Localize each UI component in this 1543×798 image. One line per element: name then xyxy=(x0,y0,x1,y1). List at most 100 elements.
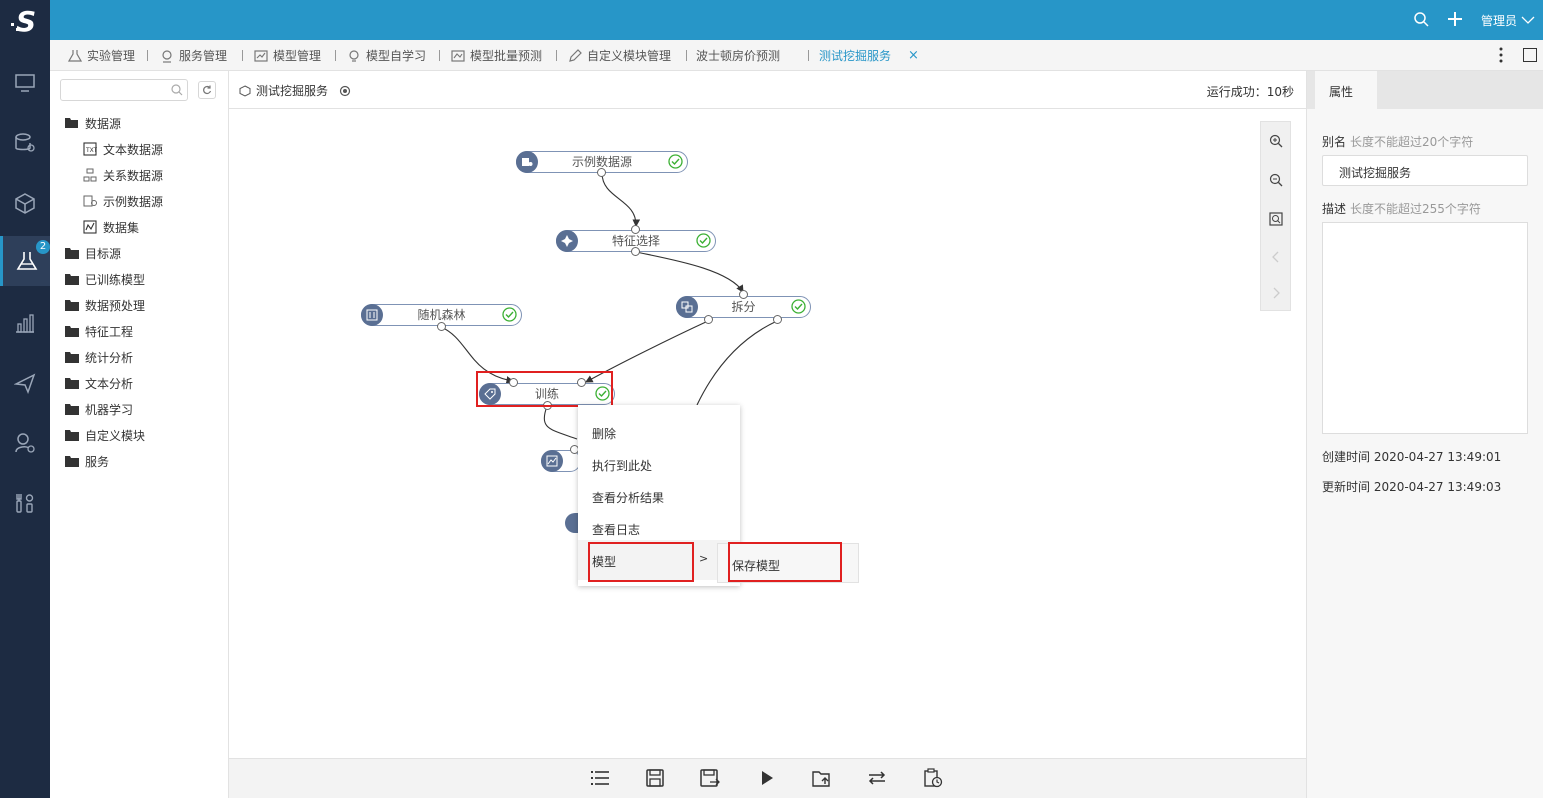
tab-service-manage[interactable]: 服务管理 xyxy=(160,40,227,71)
tree-search-input[interactable] xyxy=(60,79,188,101)
node-port[interactable] xyxy=(509,378,518,387)
tab-divider xyxy=(686,50,687,61)
tree-folder-machine-learning[interactable]: 机器学习 xyxy=(65,399,133,419)
maximize-icon[interactable] xyxy=(1523,48,1537,62)
tab-properties[interactable]: 属性 xyxy=(1315,71,1377,109)
node-port[interactable] xyxy=(631,225,640,234)
tab-test-mining-service[interactable]: 测试挖掘服务 × xyxy=(819,40,919,71)
node-port[interactable] xyxy=(739,290,748,299)
tab-model-self-learning[interactable]: 模型自学习 xyxy=(347,40,426,71)
nav-database[interactable] xyxy=(0,118,50,168)
updated-time: 更新时间 2020-04-27 13:49:03 xyxy=(1322,480,1502,494)
tree-folder-preprocessing[interactable]: 数据预处理 xyxy=(65,295,145,315)
refresh-button[interactable] xyxy=(198,81,216,99)
tree-folder-service[interactable]: 服务 xyxy=(65,451,109,471)
tree-label: 特征工程 xyxy=(85,324,134,339)
search-icon xyxy=(171,84,183,96)
node-sample-datasource[interactable]: 示例数据源 xyxy=(516,151,688,173)
tree-item-relational-datasource[interactable]: 关系数据源 xyxy=(83,165,163,185)
menu-item-delete[interactable]: 删除 xyxy=(592,427,617,441)
close-icon[interactable]: × xyxy=(908,48,919,63)
description-textarea[interactable] xyxy=(1322,222,1528,434)
tab-label: 测试挖掘服务 xyxy=(819,49,892,63)
switch-icon[interactable] xyxy=(866,767,888,789)
save-icon[interactable] xyxy=(644,767,666,789)
tree-folder-datasource[interactable]: 数据源 xyxy=(65,113,121,133)
user-menu[interactable]: 管理员 xyxy=(1481,12,1535,29)
tab-model-manage[interactable]: 模型管理 xyxy=(254,40,321,71)
tree-label: 目标源 xyxy=(85,246,122,261)
zoom-in-icon[interactable] xyxy=(1267,132,1285,150)
tree-label: 文本数据源 xyxy=(103,142,164,157)
tree-folder-custom-modules[interactable]: 自定义模块 xyxy=(65,425,145,445)
flask-icon xyxy=(16,252,37,270)
tab-boston-housing[interactable]: 波士顿房价预测 xyxy=(696,40,780,71)
tree-folder-feature-engineering[interactable]: 特征工程 xyxy=(65,321,133,341)
tree-folder-statistics[interactable]: 统计分析 xyxy=(65,347,133,367)
tab-model-batch-predict[interactable]: 模型批量预测 xyxy=(451,40,542,71)
nav-chart[interactable] xyxy=(0,298,50,348)
menu-item-view-logs[interactable]: 查看日志 xyxy=(592,523,641,537)
tree-folder-target[interactable]: 目标源 xyxy=(65,243,121,263)
node-split[interactable]: 拆分 xyxy=(676,296,811,318)
more-vertical-icon[interactable] xyxy=(1498,46,1504,67)
export-icon[interactable] xyxy=(811,767,833,789)
menu-item-save-model[interactable]: 保存模型 xyxy=(732,559,781,573)
save-as-icon[interactable] xyxy=(699,767,721,789)
fit-view-icon[interactable] xyxy=(1267,210,1285,228)
alias-input[interactable]: 测试挖掘服务 xyxy=(1322,155,1528,186)
node-feature-select[interactable]: 特征选择 xyxy=(556,230,716,252)
tree-folder-trained-models[interactable]: 已训练模型 xyxy=(65,269,145,289)
bottom-toolbar xyxy=(229,758,1306,798)
nav-tools[interactable] xyxy=(0,478,50,528)
nav-user-settings[interactable] xyxy=(0,418,50,468)
flow-canvas[interactable]: 示例数据源 特征选择 拆分 随机森林 训练 xyxy=(229,109,1306,758)
folder-icon xyxy=(65,456,79,467)
tree-label: 文本分析 xyxy=(85,376,134,391)
zoom-out-icon[interactable] xyxy=(1267,171,1285,189)
list-icon[interactable] xyxy=(589,767,611,789)
experiment-name: 测试挖掘服务 xyxy=(256,84,329,98)
folder-icon xyxy=(65,430,79,441)
tab-label: 属性 xyxy=(1329,85,1354,99)
context-menu: 删除 执行到此处 查看分析结果 查看日志 模型 > xyxy=(578,405,740,586)
tree-item-sample-datasource[interactable]: 示例数据源 xyxy=(83,191,163,211)
tab-experiment-manage[interactable]: 实验管理 xyxy=(68,40,135,71)
tree-label: 数据源 xyxy=(85,116,122,131)
node-port[interactable] xyxy=(437,322,446,331)
tree-folder-text-analysis[interactable]: 文本分析 xyxy=(65,373,133,393)
nav-cube[interactable] xyxy=(0,178,50,228)
menu-item-view-results[interactable]: 查看分析结果 xyxy=(592,491,665,505)
schedule-icon[interactable] xyxy=(922,767,944,789)
add-icon[interactable] xyxy=(1447,11,1463,30)
settings-icon[interactable] xyxy=(339,85,351,97)
chevron-left-icon[interactable] xyxy=(1267,248,1285,266)
node-port[interactable] xyxy=(631,247,640,256)
run-icon[interactable] xyxy=(756,767,778,789)
tab-custom-module-manage[interactable]: 自定义模块管理 xyxy=(568,40,671,71)
node-port[interactable] xyxy=(704,315,713,324)
app-logo[interactable]: S xyxy=(0,0,50,40)
node-port[interactable] xyxy=(773,315,782,324)
nav-experiment[interactable]: 2 xyxy=(0,236,50,286)
monitor-icon xyxy=(15,74,35,92)
node-evaluate-partial[interactable] xyxy=(541,450,581,472)
menu-item-run-to-here[interactable]: 执行到此处 xyxy=(592,459,653,473)
tab-label: 模型批量预测 xyxy=(470,49,543,63)
nav-send[interactable] xyxy=(0,358,50,408)
description-label-text: 描述 xyxy=(1322,202,1347,216)
nav-monitor[interactable] xyxy=(0,58,50,108)
search-icon[interactable] xyxy=(1413,11,1429,30)
properties-header: » 属性 xyxy=(1307,71,1543,109)
node-port[interactable] xyxy=(577,378,586,387)
node-label: 特征选择 xyxy=(611,234,660,248)
menu-item-model[interactable]: 模型 xyxy=(592,555,617,569)
tab-divider xyxy=(335,50,336,61)
top-right-actions: 管理员 xyxy=(1413,0,1535,40)
tree-item-dataset[interactable]: 数据集 xyxy=(83,217,139,237)
node-port[interactable] xyxy=(597,168,606,177)
tree-item-text-datasource[interactable]: TXT 文本数据源 xyxy=(83,139,163,159)
chevron-right-icon[interactable] xyxy=(1267,284,1285,302)
text-file-icon: TXT xyxy=(83,142,97,156)
